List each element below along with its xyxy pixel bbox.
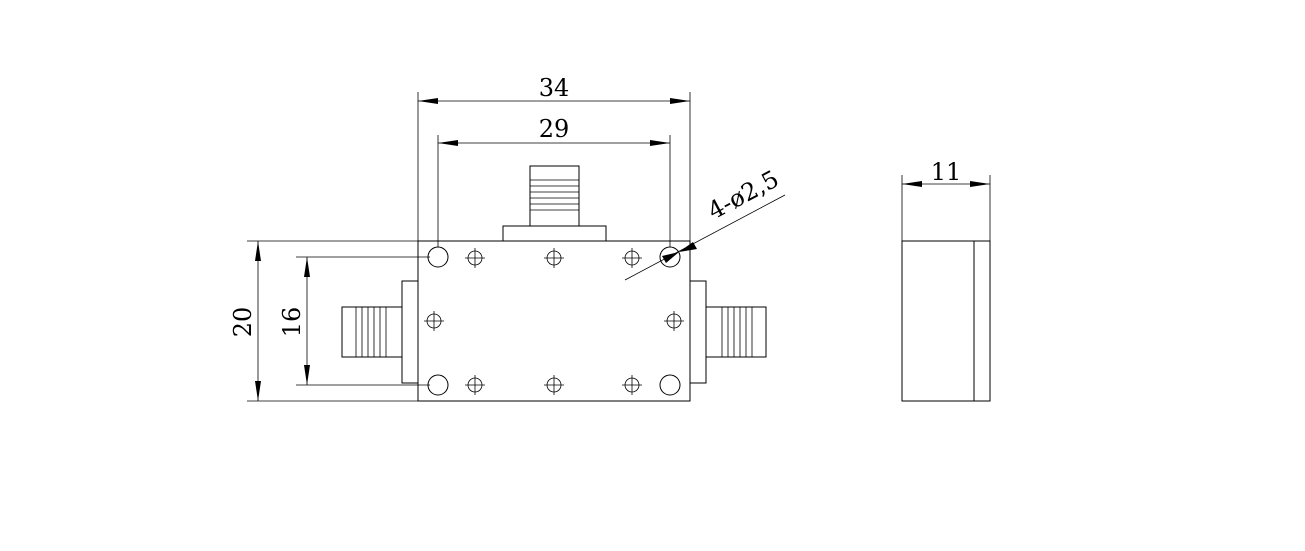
side-body (901, 240, 991, 402)
screw-mark (544, 375, 564, 395)
top-sma-connector (502, 165, 607, 242)
dim-label-11: 11 (931, 158, 962, 186)
mounting-hole (659, 374, 681, 396)
left-sma-connector (341, 280, 419, 384)
dim-label-mounting-holes: 4-ø2,5 (703, 165, 783, 225)
dim-overall-width: 20 (229, 240, 418, 402)
mounting-hole (427, 246, 449, 268)
dim-hole-spacing-length: 29 (437, 115, 671, 247)
dim-thickness: 11 (901, 158, 991, 241)
screw-mark (664, 311, 684, 331)
screw-mark (622, 375, 642, 395)
dim-label-29: 29 (539, 115, 570, 143)
screws (424, 248, 684, 395)
screw-mark (544, 248, 564, 268)
front-view: 34 29 20 16 (229, 74, 786, 402)
screw-mark (622, 248, 642, 268)
screw-mark (465, 248, 485, 268)
right-sma-connector (689, 280, 767, 384)
dim-label-34: 34 (539, 74, 570, 102)
screw-mark (465, 375, 485, 395)
dim-label-20: 20 (229, 307, 257, 338)
mounting-hole (427, 374, 449, 396)
side-view: 11 (901, 158, 991, 402)
dim-hole-spacing-width: 16 (278, 256, 430, 386)
dim-mounting-hole-leader: 4-ø2,5 (624, 165, 786, 281)
dim-overall-length: 34 (417, 74, 691, 241)
dim-label-16: 16 (278, 307, 306, 338)
screw-mark (424, 311, 444, 331)
